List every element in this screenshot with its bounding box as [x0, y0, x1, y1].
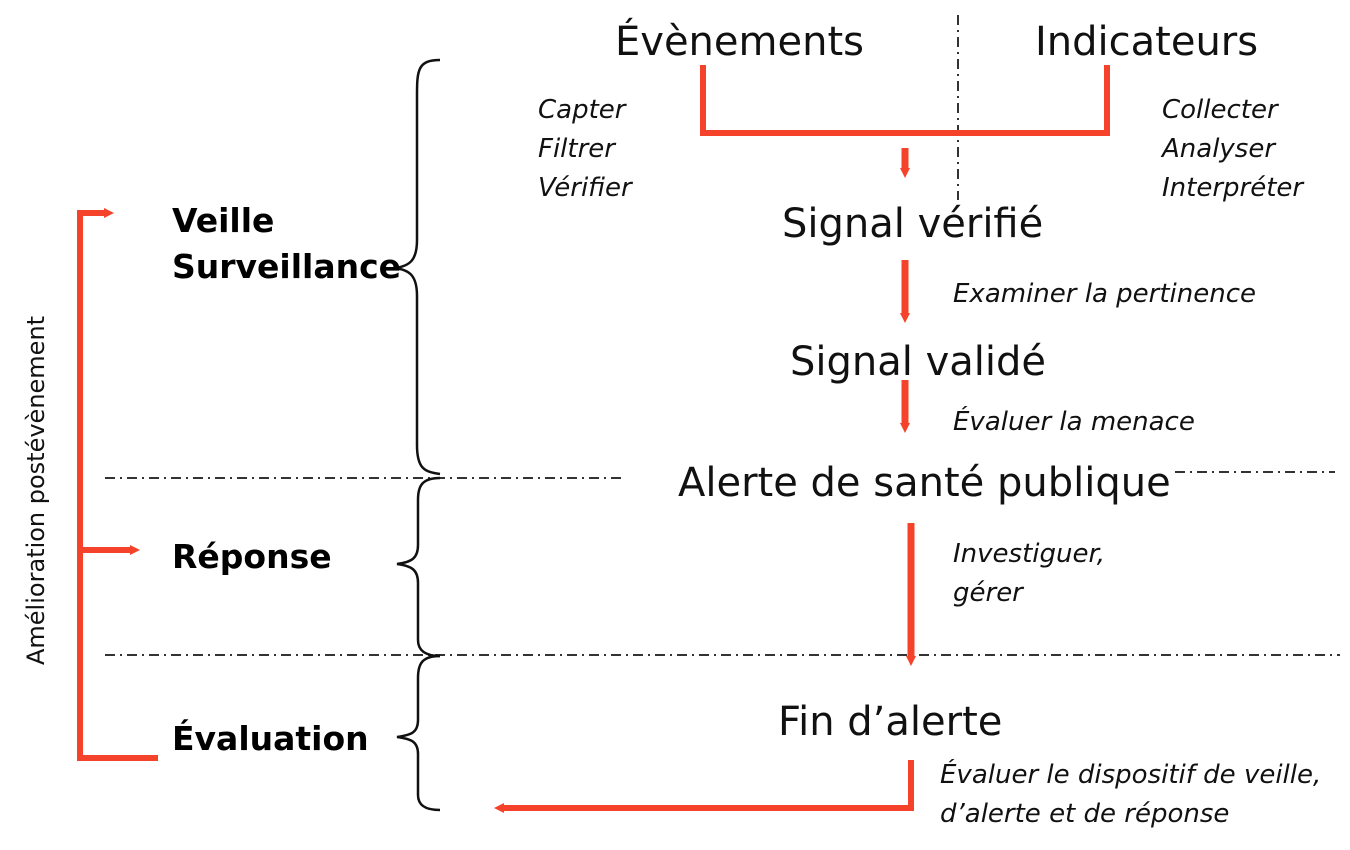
state-fin-alerte: Fin d’alerte	[778, 699, 1002, 745]
state-signal-verifie: Signal vérifié	[782, 201, 1043, 247]
action-gerer: gérer	[953, 578, 1025, 608]
phase-surveillance: Surveillance	[172, 247, 401, 286]
phase-reponse: Réponse	[172, 537, 332, 576]
state-alerte: Alerte de santé publique	[678, 460, 1171, 506]
action-evaluer-dispositif-2: d’alerte et de réponse	[940, 799, 1229, 829]
merge-connector	[700, 65, 1110, 136]
action-evaluer-dispositif: Évaluer le dispositif de veille,	[940, 758, 1321, 790]
action-examiner: Examiner la pertinence	[953, 279, 1256, 309]
action-investiguer: Investiguer,	[953, 539, 1105, 569]
action-verifier: Vérifier	[538, 173, 634, 203]
phase-veille: Veille	[172, 201, 274, 240]
label-evenements: Évènements	[615, 17, 864, 65]
label-indicateurs: Indicateurs	[1035, 19, 1258, 65]
phase-evaluation: Évaluation	[172, 718, 369, 758]
action-evaluer-menace: Évaluer la menace	[953, 405, 1195, 437]
action-collecter: Collecter	[1162, 95, 1280, 125]
side-label-amelioration: Amélioration postévènement	[22, 316, 50, 665]
brace-evaluation	[396, 654, 441, 812]
state-signal-valide: Signal validé	[790, 339, 1046, 385]
improvement-loop	[77, 208, 158, 761]
action-capter: Capter	[538, 95, 628, 125]
brace-reponse	[396, 476, 441, 658]
arrow-fin-to-evaluation-return	[494, 760, 914, 813]
action-filtrer: Filtrer	[538, 134, 617, 164]
action-analyser: Analyser	[1160, 134, 1277, 164]
brace-veille	[394, 58, 441, 476]
action-interpreter: Interpréter	[1162, 173, 1305, 203]
